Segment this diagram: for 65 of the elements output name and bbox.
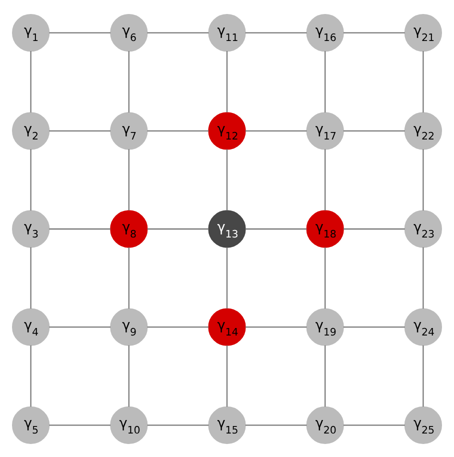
connector [147,326,209,328]
connector [343,32,405,33]
connector [128,246,130,308]
connector [128,50,130,112]
connector [245,228,307,230]
connector [147,130,209,131]
connector [128,344,130,406]
connector [245,130,307,131]
connector [343,424,405,426]
connector [422,148,424,210]
node-circle: γ$_{10}$ [110,406,148,444]
node-circle: γ$_{21}$ [404,14,442,52]
connector [245,32,307,33]
connector [147,228,209,230]
node-circle: γ$_{12}$ [208,112,246,150]
connector [128,148,130,210]
connector [324,344,326,406]
node-circle: γ$_{22}$ [404,112,442,150]
connector [324,148,326,210]
connector [226,50,228,112]
node-circle: γ$_{5}$ [12,406,50,444]
node-circle: γ$_{6}$ [110,14,148,52]
node-circle: γ$_{13}$ [208,210,246,248]
connector [49,130,111,131]
connector [343,228,405,230]
node-circle: γ$_{7}$ [110,112,148,150]
connector [422,50,424,112]
node-circle: γ$_{4}$ [12,308,50,346]
node-circle: γ$_{25}$ [404,406,442,444]
node-circle: γ$_{2}$ [12,112,50,150]
connector [422,344,424,406]
connector [422,246,424,308]
connector [245,424,307,426]
node-circle: γ$_{11}$ [208,14,246,52]
connector [49,424,111,426]
node-circle: γ$_{24}$ [404,308,442,346]
connector [324,246,326,308]
connector [226,246,228,308]
node-circle: γ$_{20}$ [306,406,344,444]
connector [30,50,32,112]
node-circle: γ$_{23}$ [404,210,442,248]
connector [226,344,228,406]
connector [30,344,32,406]
connector [49,32,111,33]
node-circle: γ$_{18}$ [306,210,344,248]
connector [245,326,307,328]
node-circle: γ$_{16}$ [306,14,344,52]
node-circle: γ$_{9}$ [110,308,148,346]
node-circle: γ$_{3}$ [12,210,50,248]
connector [49,228,111,230]
connector [147,424,209,426]
connector [226,148,228,210]
node-circle: γ$_{15}$ [208,406,246,444]
connector [147,32,209,33]
connector [30,246,32,308]
connector [30,148,32,210]
node-circle: γ$_{19}$ [306,308,344,346]
connector [49,326,111,328]
node-circle: γ$_{14}$ [208,308,246,346]
node-circle: γ$_{17}$ [306,112,344,150]
node-circle: γ$_{1}$ [12,14,50,52]
connector [343,130,405,131]
connector [343,326,405,328]
connector [324,50,326,112]
node-circle: γ$_{8}$ [110,210,148,248]
